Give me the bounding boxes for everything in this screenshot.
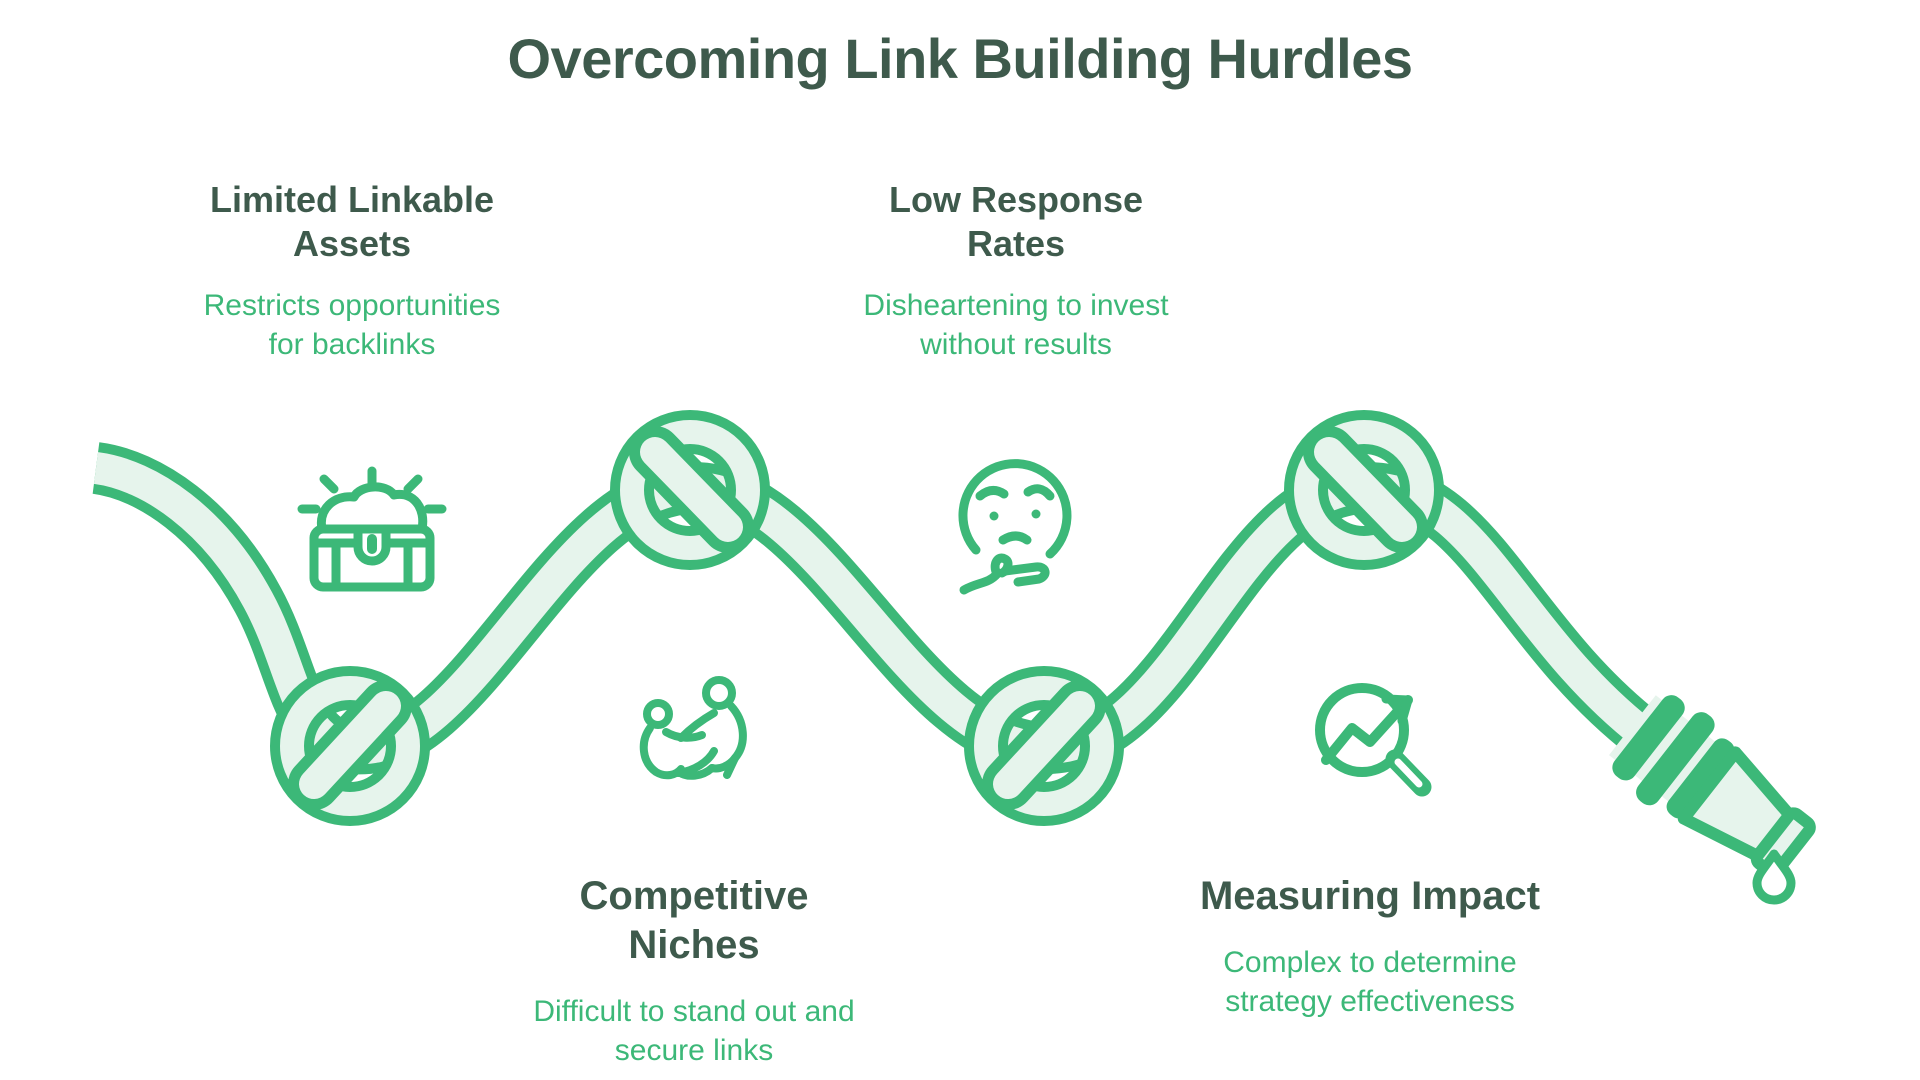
treasure-chest-icon (297, 466, 447, 592)
hurdle-limited-linkable-assets: Limited Linkable Assets Restricts opport… (92, 178, 612, 364)
knot-icon (270, 666, 430, 826)
hurdle-low-response-rates: Low Response Rates Disheartening to inve… (756, 178, 1276, 364)
hurdle-competitive-niches: Competitive Niches Difficult to stand ou… (434, 872, 954, 1070)
knot-icon (1284, 410, 1444, 570)
hurdle-title: Competitive Niches (579, 874, 809, 967)
wrestling-figures-icon (639, 676, 747, 780)
knot-icon (610, 410, 770, 570)
hurdle-subtitle: Restricts opportunities for backlinks (203, 288, 501, 361)
hurdle-subtitle: Complex to determine strategy effectiven… (1223, 945, 1517, 1018)
knot-icon (964, 666, 1124, 826)
hurdle-subtitle: Difficult to stand out and secure links (533, 994, 855, 1067)
hurdle-title: Measuring Impact (1199, 874, 1541, 918)
page-title: Overcoming Link Building Hurdles (507, 27, 1414, 90)
magnifier-trend-icon (1315, 683, 1432, 797)
hurdle-measuring-impact: Measuring Impact Complex to determine st… (1110, 872, 1630, 1021)
hurdle-title: Limited Linkable Assets (209, 179, 495, 264)
hurdle-subtitle: Disheartening to invest without results (863, 288, 1169, 361)
hurdle-title: Low Response Rates (888, 179, 1144, 264)
thinking-face-icon (958, 459, 1072, 595)
water-drop-icon (1752, 849, 1796, 905)
